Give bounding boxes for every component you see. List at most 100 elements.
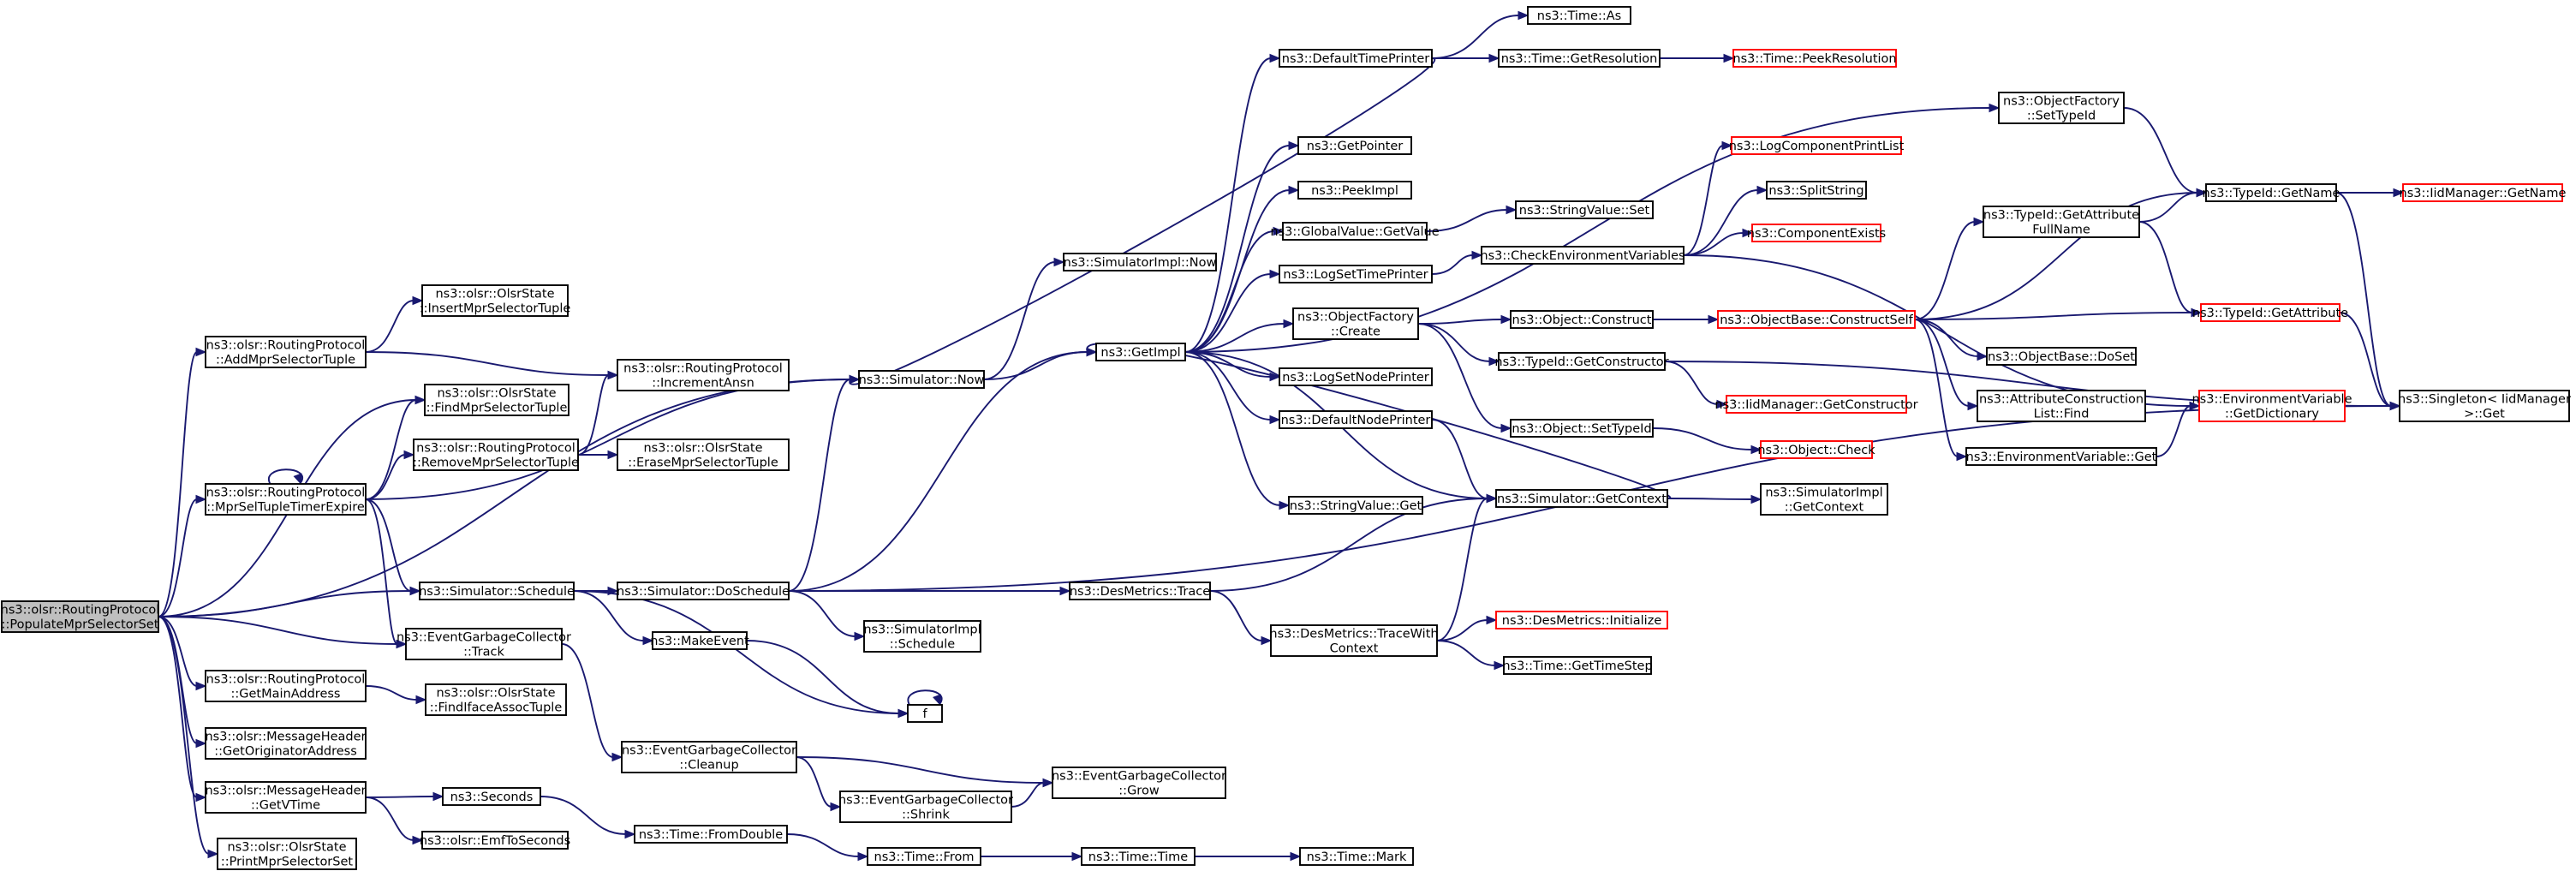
node-typeidgetctor[interactable]: ns3::TypeId::GetConstructor: [1494, 352, 1669, 371]
node-box: [621, 741, 797, 773]
node-now[interactable]: ns3::Simulator::Now: [858, 370, 985, 389]
node-timepeekres[interactable]: ns3::Time::PeekResolution: [1732, 49, 1897, 68]
node-timefrom[interactable]: ns3::Time::From: [867, 847, 981, 866]
node-strset[interactable]: ns3::StringValue::Set: [1515, 200, 1654, 219]
node-egccleanup[interactable]: ns3::EventGarbageCollector::Cleanup: [621, 741, 797, 773]
node-checkenv[interactable]: ns3::CheckEnvironmentVariables: [1480, 246, 1685, 265]
node-gvgetvalue[interactable]: ns3::GlobalValue::GetValue: [1270, 222, 1440, 241]
edge-arrowhead: [412, 295, 424, 306]
node-findiface[interactable]: ns3::olsr::OlsrState::FindIfaceAssocTupl…: [425, 683, 567, 716]
node-box: [1495, 489, 1668, 508]
node-label: ns3::PeekImpl: [1311, 184, 1398, 198]
node-egcshrink[interactable]: ns3::EventGarbageCollector::Shrink: [838, 790, 1013, 823]
node-label: ns3::TypeId::GetAttribute: [1983, 209, 2139, 223]
node-timetime[interactable]: ns3::Time::Time: [1081, 847, 1196, 866]
edge-objsettypeid-to-objcheck: [1652, 427, 1762, 455]
node-getpointer[interactable]: ns3::GetPointer: [1297, 136, 1412, 155]
node-envvargetdict[interactable]: ns3::EnvironmentVariable::GetDictionary: [2191, 390, 2352, 422]
node-seconds[interactable]: ns3::Seconds: [442, 787, 541, 806]
edge-line: [907, 689, 943, 706]
node-findmpr[interactable]: ns3::olsr::OlsrState::FindMprSelectorTup…: [424, 384, 569, 416]
node-destrace[interactable]: ns3::DesMetrics::Trace: [1069, 582, 1211, 600]
edge-simgetctx-to-simimplgetctx: [1667, 494, 1762, 504]
node-splitstring[interactable]: ns3::SplitString: [1766, 181, 1867, 200]
node-objconstruct[interactable]: ns3::Object::Construct: [1510, 310, 1654, 329]
node-simimplnow[interactable]: ns3::SimulatorImpl::Now: [1063, 253, 1217, 271]
node-box: [1965, 447, 2157, 466]
node-iidgetctor[interactable]: ns3::IidManager::GetConstructor: [1714, 395, 1918, 414]
node-desinit[interactable]: ns3::DesMetrics::Initialize: [1495, 611, 1668, 629]
node-getvtime[interactable]: ns3::olsr::MessageHeader::GetVTime: [205, 781, 367, 814]
node-getmainaddr[interactable]: ns3::olsr::RoutingProtocol::GetMainAddre…: [205, 670, 367, 702]
node-strget[interactable]: ns3::StringValue::Get: [1288, 496, 1423, 515]
node-label: ns3::EnvironmentVariable: [2191, 393, 2352, 407]
node-addmpr[interactable]: ns3::olsr::RoutingProtocol::AddMprSelect…: [205, 336, 367, 368]
node-logsetnode[interactable]: ns3::LogSetNodePrinter: [1279, 367, 1433, 386]
node-label: ns3::olsr::OlsrState: [437, 387, 556, 401]
node-typeidgetattr[interactable]: ns3::TypeId::GetAttribute: [2192, 303, 2348, 322]
node-label: ns3::Seconds: [450, 790, 534, 804]
node-timeas[interactable]: ns3::Time::As: [1527, 6, 1631, 25]
node-iidgetname[interactable]: ns3::IidManager::GetName: [2400, 183, 2567, 202]
node-objcheck[interactable]: ns3::Object::Check: [1757, 440, 1875, 459]
node-compexists[interactable]: ns3::ComponentExists: [1747, 224, 1887, 242]
node-envvarget[interactable]: ns3::EnvironmentVariable::Get: [1965, 447, 2157, 466]
node-objbaseconstruct[interactable]: ns3::ObjectBase::ConstructSelf: [1717, 310, 1916, 329]
node-erasempr[interactable]: ns3::olsr::OlsrState::EraseMprSelectorTu…: [617, 438, 790, 471]
node-objsettypeid[interactable]: ns3::Object::SetTypeId: [1510, 419, 1654, 438]
node-singletonget[interactable]: ns3::Singleton< IidManager>::Get: [2398, 390, 2571, 422]
edge-schedule-to-makeevent: [573, 590, 654, 646]
node-timegetres[interactable]: ns3::Time::GetResolution: [1498, 49, 1661, 68]
edge-getvtime-to-emf: [365, 796, 424, 845]
node-simgetctx[interactable]: ns3::Simulator::GetContext: [1495, 489, 1668, 508]
node-makeevent[interactable]: ns3::MakeEvent: [650, 631, 749, 650]
node-objbasedoset[interactable]: ns3::ObjectBase::DoSet: [1986, 347, 2137, 366]
node-defnodeprinter[interactable]: ns3::DefaultNodePrinter: [1279, 410, 1433, 429]
edge-mprselexpire-to-egctrack: [365, 498, 408, 649]
node-simimplgetctx[interactable]: ns3::SimulatorImpl::GetContext: [1760, 483, 1888, 516]
node-ofsettypeid[interactable]: ns3::ObjectFactory::SetTypeId: [1998, 92, 2125, 124]
node-label: ns3::olsr::EmfToSeconds: [420, 834, 570, 848]
node-incansn[interactable]: ns3::olsr::RoutingProtocol::IncrementAns…: [617, 359, 790, 391]
node-emf[interactable]: ns3::olsr::EmfToSeconds: [420, 831, 570, 850]
node-label: ns3::SimulatorImpl::Now: [1064, 256, 1217, 270]
node-box: [2402, 183, 2563, 202]
node-timemark[interactable]: ns3::Time::Mark: [1299, 847, 1414, 866]
node-populate[interactable]: ns3::olsr::RoutingProtocol::PopulateMprS…: [1, 600, 160, 633]
node-simimplsched[interactable]: ns3::SimulatorImpl::Schedule: [863, 620, 981, 653]
node-egctrack[interactable]: ns3::EventGarbageCollector::Track: [397, 628, 571, 660]
edge-doschedule-to-now: [788, 374, 861, 592]
node-label: ns3::LogSetTimePrinter: [1283, 268, 1428, 282]
node-box: [442, 787, 541, 806]
node-gettimestep[interactable]: ns3::Time::GetTimeStep: [1502, 656, 1653, 675]
edge-populate-to-getvtime: [158, 616, 207, 802]
node-doschedule[interactable]: ns3::Simulator::DoSchedule: [617, 582, 790, 600]
edge-line: [788, 379, 851, 592]
node-box: [205, 483, 367, 516]
node-logsettime[interactable]: ns3::LogSetTimePrinter: [1279, 265, 1433, 283]
node-box: [1498, 352, 1666, 371]
node-fromdouble[interactable]: ns3::Time::FromDouble: [634, 825, 788, 844]
node-typeidgetname[interactable]: ns3::TypeId::GetName: [2203, 183, 2340, 202]
node-logcompprint[interactable]: ns3::LogComponentPrintList: [1729, 136, 1905, 155]
node-label: ns3::Time::GetTimeStep: [1502, 659, 1652, 673]
node-mprselexpire[interactable]: ns3::olsr::RoutingProtocol::MprSelTupleT…: [205, 483, 367, 516]
node-egcgrow[interactable]: ns3::EventGarbageCollector::Grow: [1052, 767, 1226, 799]
node-f[interactable]: f: [907, 704, 943, 723]
node-printmpr[interactable]: ns3::olsr::OlsrState::PrintMprSelectorSe…: [217, 838, 357, 870]
edge-getimpl-to-ofcreate: [1184, 319, 1295, 353]
node-label: ::InsertMprSelectorTuple: [420, 302, 571, 316]
node-getorig[interactable]: ns3::olsr::MessageHeader::GetOriginatorA…: [205, 727, 367, 760]
node-schedule[interactable]: ns3::Simulator::Schedule: [419, 582, 575, 600]
node-ofcreate[interactable]: ns3::ObjectFactory::Create: [1292, 307, 1419, 340]
node-deftimeprinter[interactable]: ns3::DefaultTimePrinter: [1279, 49, 1433, 68]
node-peekimpl[interactable]: ns3::PeekImpl: [1297, 181, 1412, 200]
edge-line: [2335, 192, 2392, 407]
node-removempr[interactable]: ns3::olsr::RoutingProtocol::RemoveMprSel…: [413, 438, 579, 471]
edge-line: [1184, 57, 1272, 353]
node-getimpl[interactable]: ns3::GetImpl: [1095, 343, 1186, 361]
node-insertmpr[interactable]: ns3::olsr::OlsrState::InsertMprSelectorT…: [420, 284, 571, 317]
